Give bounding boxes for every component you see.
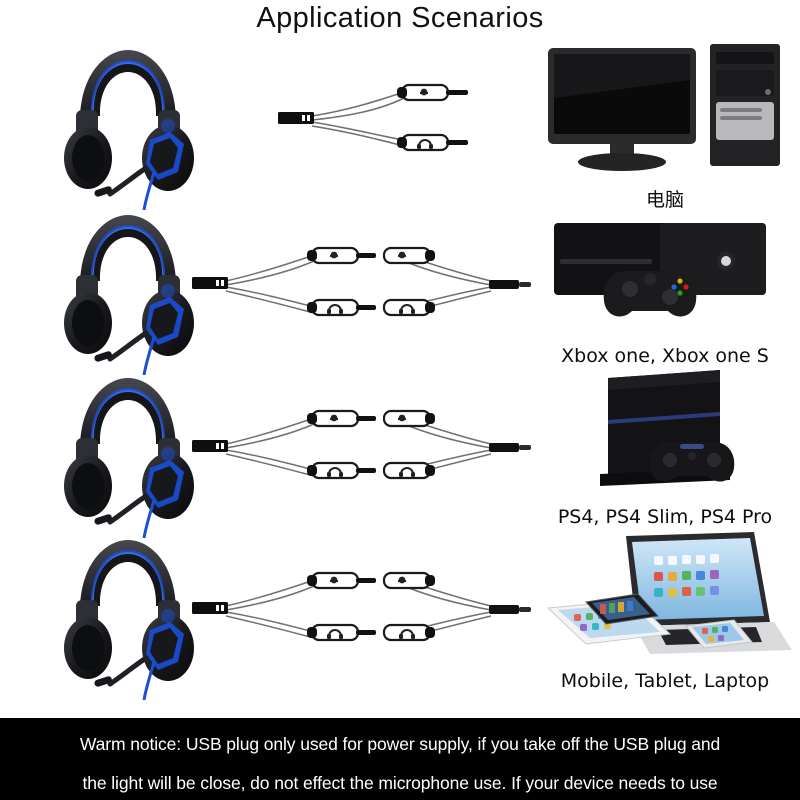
warm-notice-banner: Warm notice: USB plug only used for powe… [0,718,800,800]
notice-line-2: the light will be close, do not effect t… [82,773,718,793]
headset-splitter-adapter-cable [186,530,531,690]
ps4-console-image: PS4, PS4 Slim, PS4 Pro [530,368,800,528]
gaming-headset-image [58,530,198,700]
laptop-tablet-phone-image: Mobile, Tablet, Laptop [530,530,800,692]
scenario-row: PS4, PS4 Slim, PS4 Pro [0,368,800,538]
microphone-plug [307,409,376,428]
notice-line-1: Warm notice: USB plug only used for powe… [79,734,721,754]
microphone-plug [307,571,376,590]
microphone-plug [397,83,468,102]
device-label: Mobile, Tablet, Laptop [560,670,770,692]
headphone-socket [382,623,435,642]
microphone-socket [382,409,435,428]
headset-splitter-adapter-cable [186,205,531,365]
headset-splitter-adapter-cable [186,368,531,528]
headphone-socket [382,461,435,480]
gaming-headset-image [58,205,198,375]
gaming-headset-image [58,368,198,538]
gaming-headset-image [58,40,198,210]
headset-splitter-cable [270,40,480,200]
device-label: Xbox one, Xbox one S [561,345,769,367]
desktop-computer-image: 电脑 [530,40,800,211]
device-label: 电脑 [645,189,684,211]
microphone-socket [382,246,435,265]
device-label: PS4, PS4 Slim, PS4 Pro [557,506,773,528]
headphone-socket [382,298,435,317]
scenario-row: Xbox one, Xbox one S [0,205,800,375]
scenario-row: 电脑 [0,40,800,211]
microphone-socket [382,571,435,590]
xbox-one-console-image: Xbox one, Xbox one S [530,205,800,367]
scenario-row: Mobile, Tablet, Laptop [0,530,800,700]
headphone-plug [307,298,376,317]
microphone-plug [307,246,376,265]
headphone-plug [307,623,376,642]
headphone-plug [307,461,376,480]
headphone-plug [397,133,468,152]
page-title: Application Scenarios [256,2,544,34]
